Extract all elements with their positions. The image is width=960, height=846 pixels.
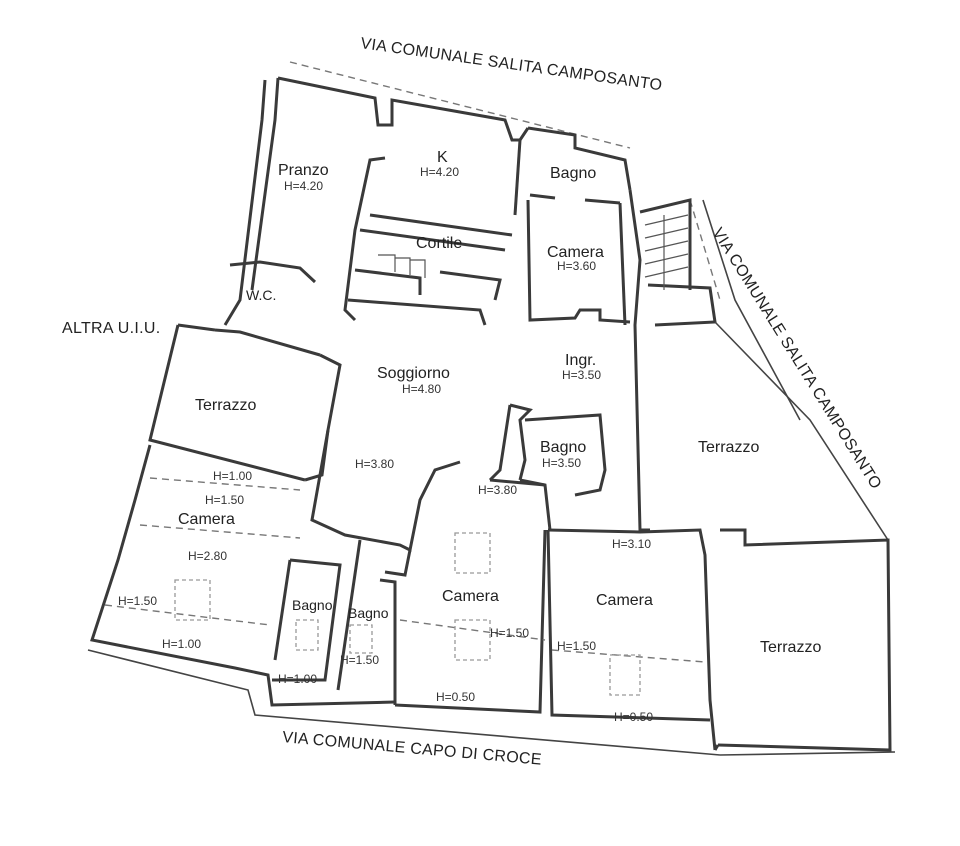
room-camera-right-h2: H=1.50 (557, 639, 596, 653)
room-camera-top-name: Camera (547, 244, 604, 261)
room-terrazzo-left-name: Terrazzo (195, 397, 256, 414)
neighbor-label: ALTRA U.I.U. (62, 320, 160, 337)
room-soggiorno-height: H=4.80 (402, 382, 441, 396)
fixture-outlines (174, 532, 641, 696)
room-kitchen-height: H=4.20 (420, 165, 459, 179)
room-wc-name: W.C. (246, 287, 276, 303)
room-camera-left-h2: H=1.50 (205, 493, 244, 507)
room-camera-left-h4: H=1.50 (118, 594, 157, 608)
room-bagno-mid-name: Bagno (540, 439, 586, 456)
room-camera-mid-h2: H=0.50 (436, 690, 475, 704)
room-bagno-b-name: Bagno (348, 605, 389, 621)
room-camera-left-h1: H=1.00 (213, 469, 252, 483)
room-soggiorno-name: Soggiorno (377, 365, 450, 382)
room-terrazzo-bottom-name: Terrazzo (760, 639, 821, 656)
room-camera-right-name: Camera (596, 592, 653, 609)
room-bagno-mid-height: H=3.50 (542, 456, 581, 470)
stair-top-right (644, 214, 689, 290)
room-camera-mid-h1: H=1.50 (490, 626, 529, 640)
room-camera-top-height: H=3.60 (557, 259, 596, 273)
room-camera-right-h3: H=0.50 (614, 710, 653, 724)
room-camera-right-h1: H=3.10 (612, 537, 651, 551)
room-kitchen-name: K (437, 149, 448, 166)
soggiorno-height-2: H=3.80 (355, 457, 394, 471)
outer-walls (87, 76, 896, 756)
room-camera-left-h3: H=2.80 (188, 549, 227, 563)
room-camera-mid-name: Camera (442, 588, 499, 605)
room-bagno-a-name: Bagno (292, 597, 333, 613)
room-terrazzo-right-name: Terrazzo (698, 439, 759, 456)
room-pranzo-height: H=4.20 (284, 179, 323, 193)
room-bagno-top-name: Bagno (550, 165, 596, 182)
room-cortile-name: Cortile (416, 235, 462, 252)
room-bagno-a-height: H=1.00 (278, 672, 317, 686)
room-camera-left-h5: H=1.00 (162, 637, 201, 651)
stair-cortile (378, 254, 426, 278)
room-pranzo-name: Pranzo (278, 162, 329, 179)
room-bagno-b-height: H=1.50 (340, 653, 379, 667)
street-top: VIA COMUNALE SALITA CAMPOSANTO (359, 35, 663, 94)
room-ingresso-height: H=3.50 (562, 368, 601, 382)
room-ingresso-name: Ingr. (565, 352, 596, 369)
street-bottom: VIA COMUNALE CAPO DI CROCE (282, 729, 543, 769)
room-camera-left-name: Camera (178, 511, 235, 528)
ceiling-height-lines (104, 477, 706, 663)
corridor-height: H=3.80 (478, 483, 517, 497)
right-street-boundary (689, 199, 721, 301)
